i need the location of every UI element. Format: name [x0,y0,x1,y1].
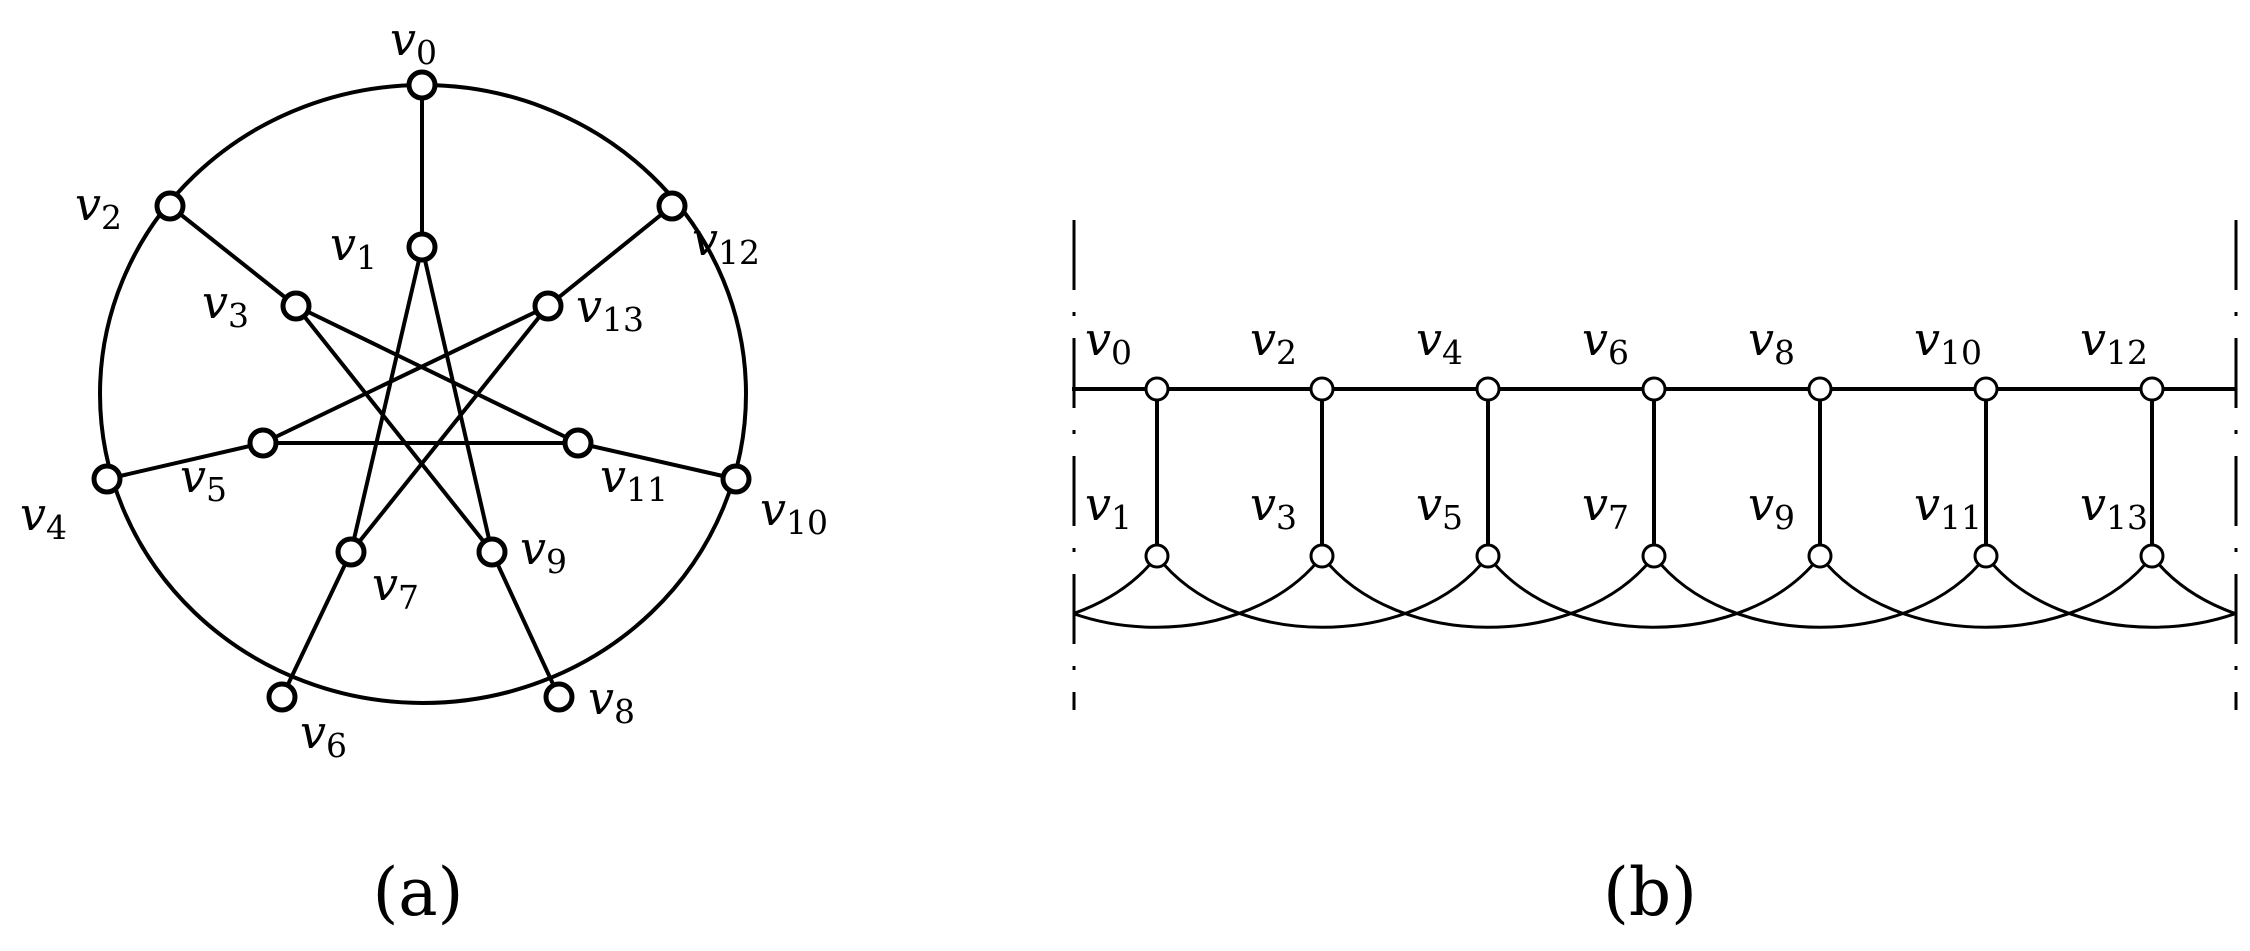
edge-v5-v13 [262,304,549,445]
vertex-v6 [1641,376,1667,402]
label-v13: v13 [576,279,644,339]
label-v9: v9 [520,521,567,581]
caption-a: (a) [373,854,464,931]
panel-b-strip-graph: v0 v1 v2 v3 v4 v5 v6 v7 v8 v9 v10 v11 v12 v13 [1072,220,2238,710]
vertex-v6 [266,681,298,713]
vertex-v7 [335,536,367,568]
vertex-v3 [1309,543,1335,569]
label-v8: v8 [588,671,635,731]
vertex-v9 [476,536,508,568]
label-v7: v7 [372,557,419,617]
edge-v8-v9 [490,551,561,698]
caption-b: (b) [1603,854,1697,931]
label-v0: v0 [390,12,437,72]
edge-v3-v7 [1320,555,1656,629]
vertex-v3 [280,290,312,322]
label-v7: v7 [1582,477,1629,537]
label-v4: v4 [20,487,67,547]
edge-v1-v7 [349,246,424,553]
vertex-v13 [2139,543,2165,569]
vertex-v8 [1807,376,1833,402]
vertex-v11 [562,427,594,459]
edge-v9-v13 [1818,555,2154,629]
edge-v7-v13 [349,304,550,554]
vertex-v12 [656,190,688,222]
label-v2: v2 [75,177,122,237]
vertex-v12 [2139,376,2165,402]
edge-v4-v5 [106,441,264,481]
label-v12: v12 [692,212,760,272]
label-v2: v2 [1250,312,1297,372]
label-v11: v11 [600,449,668,509]
vertex-v5 [1475,543,1501,569]
label-v0: v0 [1085,312,1132,372]
vertex-v10 [1973,376,1999,402]
label-v8: v8 [1748,312,1795,372]
panel-a-circular-graph: v0 v1 v2 v3 v4 v5 v6 v7 v8 v9 v10 v11 v12 v13 [20,12,828,765]
label-v5: v5 [180,449,227,509]
label-v6: v6 [1582,312,1629,372]
edge-v12-v13 [546,204,674,308]
edge-v1-v9 [420,246,494,553]
vertex-v1 [406,231,438,263]
vertex-v8 [543,681,575,713]
edge-v3-v11 [295,304,579,445]
vertex-v9 [1807,543,1833,569]
edge-v2-v3 [168,204,298,308]
vertex-v4 [91,463,123,495]
label-v9: v9 [1748,477,1795,537]
vertex-v11 [1973,543,1999,569]
edge-v13-v3 [1074,555,2236,629]
vertex-v1 [1144,543,1170,569]
label-v6: v6 [300,705,347,765]
vertex-v0 [1144,376,1170,402]
label-v4: v4 [1416,312,1463,372]
label-v10: v10 [760,482,828,542]
vertex-v10 [720,463,752,495]
edge-v3-v9 [294,304,494,554]
vertex-v0 [406,69,438,101]
vertex-v2 [1309,376,1335,402]
edge-v5-v9 [1486,555,1822,629]
vertex-v13 [532,290,564,322]
edge-v11-v1 [1074,555,2236,629]
edge-v10-v11 [577,441,737,481]
label-v3: v3 [202,275,249,335]
vertex-v7 [1641,543,1667,569]
label-v1: v1 [330,217,377,277]
vertex-v4 [1475,376,1501,402]
edge-v6-v7 [280,551,353,698]
label-v1: v1 [1085,477,1132,537]
edge-v1-v5 [1155,555,1490,629]
edge-v7-v11 [1652,555,1988,629]
label-v10: v10 [1914,312,1982,372]
label-v3: v3 [1250,477,1297,537]
label-v12: v12 [2080,312,2148,372]
label-v5: v5 [1416,477,1463,537]
label-v13: v13 [2080,477,2148,537]
label-v11: v11 [1914,477,1982,537]
vertex-v2 [154,190,186,222]
vertex-v5 [247,427,279,459]
